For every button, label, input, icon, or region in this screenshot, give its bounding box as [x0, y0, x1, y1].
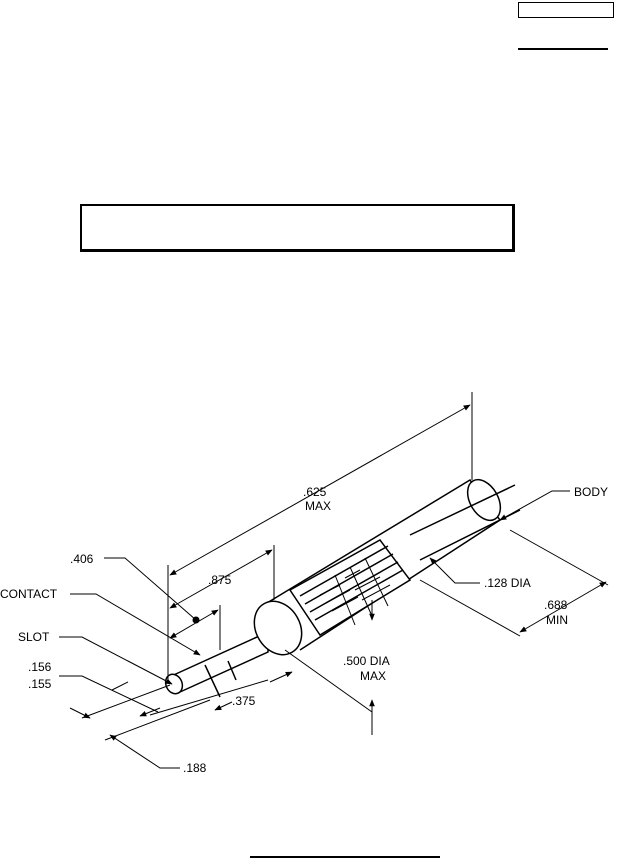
label-dim-406: .406 — [70, 552, 94, 566]
footer-rule — [250, 856, 440, 858]
label-contact: CONTACT — [0, 587, 58, 601]
dimension-labels: .625 MAX .875 .406 CONTACT SLOT .156 .15… — [0, 485, 608, 775]
label-dim-156: .156 — [28, 660, 52, 674]
label-dia-128: .128 DIA — [484, 576, 531, 590]
label-dia-500-max: MAX — [360, 669, 386, 683]
label-body: BODY — [574, 485, 608, 499]
label-slot: SLOT — [18, 630, 50, 644]
dimension-lines — [59, 392, 609, 769]
label-dim-688-min: MIN — [546, 613, 568, 627]
label-overall-length: .625 — [303, 485, 327, 499]
header-box — [518, 2, 614, 18]
label-dim-155: .155 — [28, 677, 52, 691]
label-overall-length-max: MAX — [305, 499, 331, 513]
header-rule — [518, 48, 608, 50]
label-dim-875: .875 — [208, 573, 232, 587]
label-dim-375: .375 — [232, 694, 256, 708]
label-dia-500: .500 DIA — [343, 654, 390, 668]
label-dim-688: .688 — [544, 598, 568, 612]
label-dim-188: .188 — [183, 761, 207, 775]
note-box — [80, 204, 515, 252]
